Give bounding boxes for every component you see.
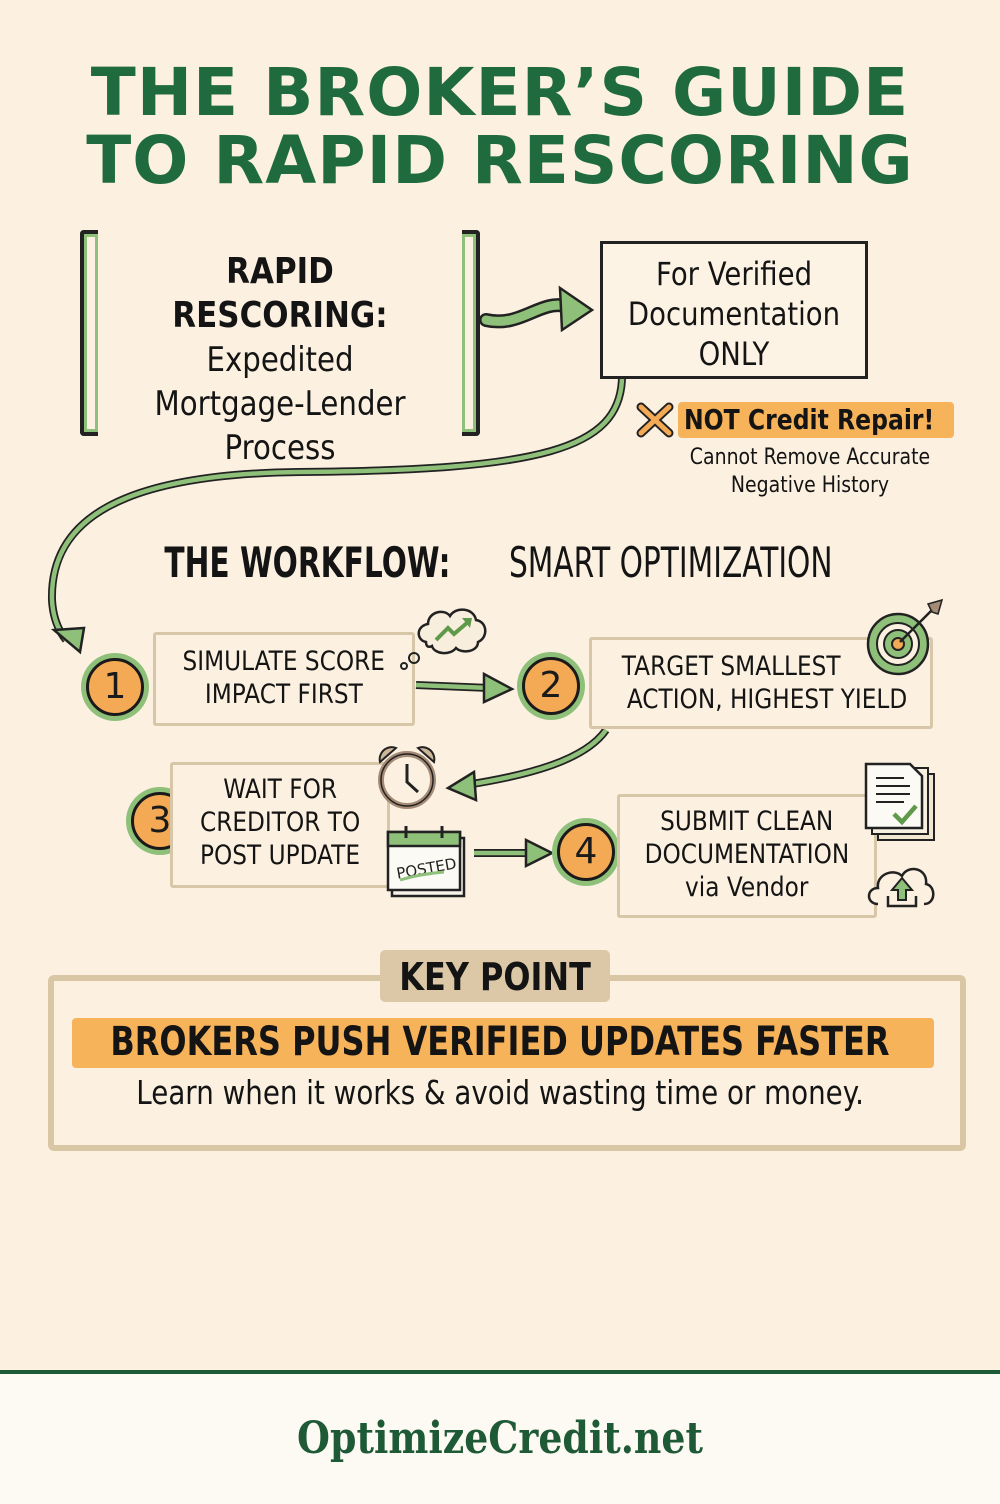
step-4-line: DOCUMENTATION xyxy=(644,839,850,870)
verified-line: ONLY xyxy=(698,335,770,373)
connector-arrows xyxy=(47,285,626,869)
key-point-subtext: Learn when it works & avoid wasting time… xyxy=(136,1073,864,1112)
arrow-curve-left-icon xyxy=(445,727,610,802)
verified-line: Documentation xyxy=(627,295,841,333)
calendar-posted-icon: POSTED xyxy=(386,826,466,898)
x-mark-icon xyxy=(636,402,674,438)
cloud-upload-icon xyxy=(867,867,935,908)
target-arrow-icon xyxy=(866,598,944,676)
definition-box: RAPID RESCORING: Expedited Mortgage-Lend… xyxy=(80,230,480,468)
warning-highlight xyxy=(678,402,954,438)
arrow-right-icon xyxy=(479,285,595,333)
arrow-right-icon xyxy=(474,837,555,869)
thought-cloud-chart-icon xyxy=(400,608,487,670)
right-bracket xyxy=(462,230,480,436)
curved-arrow-icon xyxy=(47,377,626,655)
step-number-4: 4 xyxy=(557,823,615,881)
step-2-line: TARGET SMALLEST xyxy=(621,651,841,682)
step-4-line: via Vendor xyxy=(685,872,809,903)
warning-sub-line: Negative History xyxy=(730,473,890,498)
document-check-icon xyxy=(864,762,935,841)
left-bracket xyxy=(80,230,98,436)
alarm-clock-icon xyxy=(378,746,436,809)
step-2-line: ACTION, HIGHEST YIELD xyxy=(626,684,908,715)
key-point-headline: BROKERS PUSH VERIFIED UPDATES FASTER xyxy=(110,1019,890,1065)
step-3-line: POST UPDATE xyxy=(199,840,360,871)
workflow-title-rest: SMART OPTIMIZATION xyxy=(508,538,833,587)
page-title-line-1: THE BROKER’S GUIDE xyxy=(90,54,910,131)
definition-line: Mortgage-Lender xyxy=(154,384,406,424)
step-3-line: CREDITOR TO xyxy=(199,807,361,838)
workflow-title-bold: THE WORKFLOW: xyxy=(164,538,451,587)
step-1-line: IMPACT FIRST xyxy=(205,679,363,710)
verified-documentation-box: For Verified Documentation ONLY xyxy=(600,241,868,379)
page-title-line-2: TO RAPID RESCORING xyxy=(86,122,914,199)
warning-subtext: Cannot Remove Accurate Negative History xyxy=(640,444,980,500)
definition-line: Expedited xyxy=(206,340,354,380)
definition-line: Process xyxy=(224,428,336,468)
warning-sub-line: Cannot Remove Accurate xyxy=(689,445,931,470)
footer-site-name: OptimizeCredit.net xyxy=(297,1413,703,1464)
step-3-box: WAIT FOR CREDITOR TO POST UPDATE xyxy=(170,762,390,888)
footer: OptimizeCredit.net xyxy=(0,1370,1000,1504)
step-4-line: SUBMIT CLEAN xyxy=(660,806,834,837)
step-4-box: SUBMIT CLEAN DOCUMENTATION via Vendor xyxy=(617,794,877,918)
step-2-box: TARGET SMALLEST ACTION, HIGHEST YIELD xyxy=(589,637,933,729)
definition-heading: RAPID RESCORING: xyxy=(172,251,388,336)
step-number-1: 1 xyxy=(86,658,144,716)
key-point-label: KEY POINT xyxy=(380,950,610,1002)
workflow-title: THE WORKFLOW: SMART OPTIMIZATION xyxy=(0,538,1000,588)
step-3-line: WAIT FOR xyxy=(223,774,337,805)
arrow-right-icon xyxy=(415,671,515,704)
warning-label: NOT Credit Repair! xyxy=(684,403,935,436)
verified-line: For Verified xyxy=(655,255,813,293)
step-1-box: SIMULATE SCORE IMPACT FIRST xyxy=(153,632,415,726)
key-point-highlight xyxy=(72,1018,934,1068)
step-1-line: SIMULATE SCORE xyxy=(182,646,386,677)
step-number-2: 2 xyxy=(522,657,580,715)
